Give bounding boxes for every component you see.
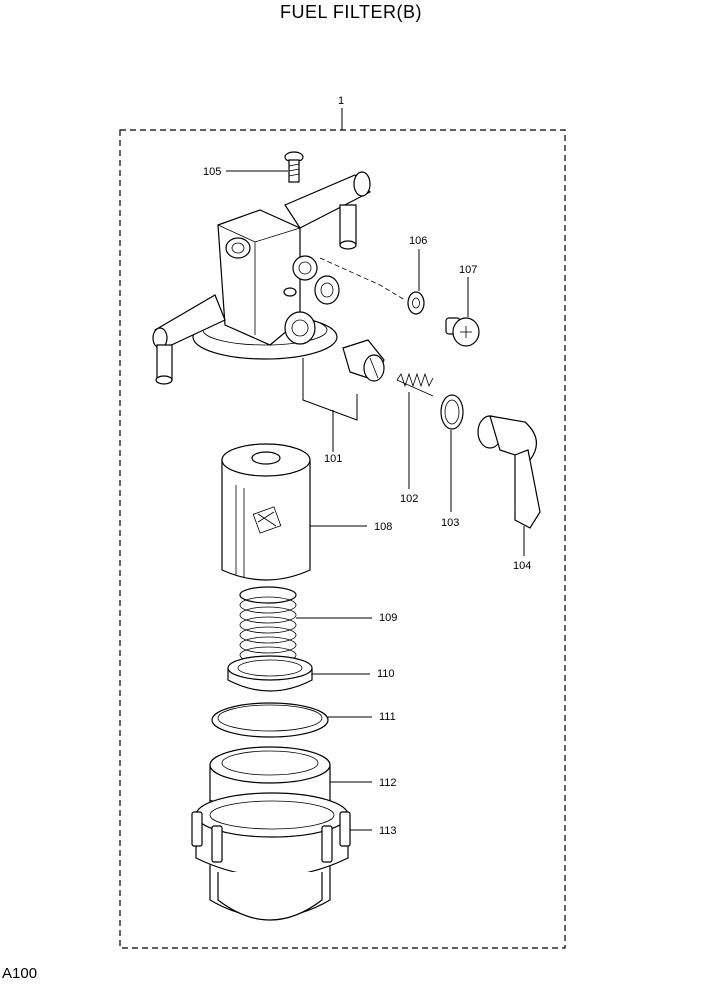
callout-107: 107 — [459, 264, 477, 276]
part-104-lever — [477, 415, 541, 529]
callout-112: 112 — [379, 777, 397, 789]
callout-105: 105 — [203, 166, 221, 178]
part-107-plug-screw — [445, 317, 480, 347]
part-105-screw — [284, 151, 304, 183]
valve-plug — [342, 339, 385, 382]
callout-111: 111 — [379, 711, 396, 723]
callout-1: 1 — [338, 95, 344, 107]
part-110-gasket — [227, 655, 313, 692]
callout-104: 104 — [513, 560, 531, 572]
part-111-o-ring — [211, 702, 329, 738]
part-102-spring — [396, 372, 434, 397]
callout-108: 108 — [374, 521, 392, 533]
part-109-spring — [239, 586, 297, 664]
callout-103: 103 — [441, 517, 459, 529]
callout-102: 102 — [400, 493, 418, 505]
part-103-o-ring — [440, 394, 464, 430]
part-113-ring-nut — [191, 792, 351, 921]
callout-110: 110 — [377, 668, 395, 680]
callout-113: 113 — [379, 825, 397, 837]
callout-109: 109 — [379, 612, 397, 624]
callout-106: 106 — [409, 235, 427, 247]
part-106-washer — [407, 291, 425, 315]
part-101-filter-head — [152, 171, 406, 385]
page-title: FUEL FILTER(B) — [279, 2, 422, 22]
part-108-filter-element — [221, 443, 311, 581]
page-reference: A100 — [2, 965, 38, 982]
callout-101: 101 — [324, 453, 342, 465]
